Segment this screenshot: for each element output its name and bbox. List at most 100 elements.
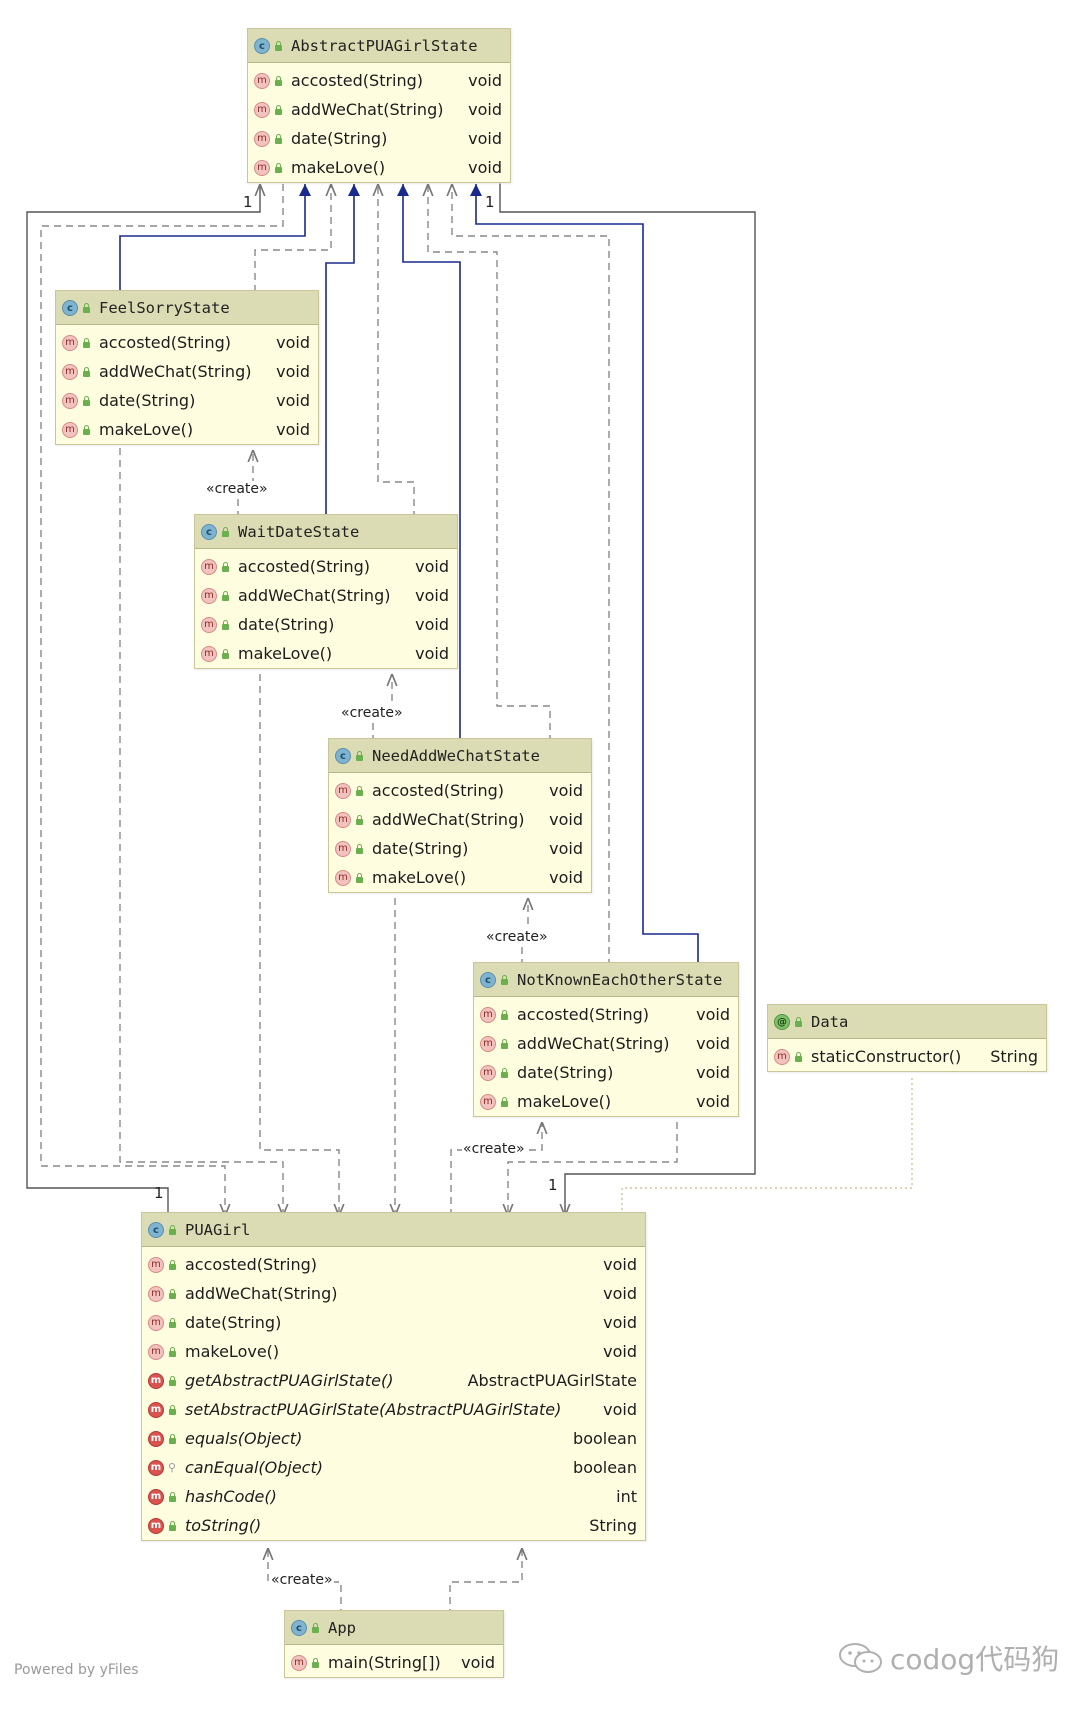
method-signature: date(String) [372,839,469,858]
method-icon: m [480,1035,496,1052]
return-type: void [276,362,310,381]
powered-by-footer: Powered by yFiles [14,1662,139,1678]
public-lock-icon [221,526,230,537]
class-icon: c [148,1221,164,1238]
method-icon: m [148,1285,164,1302]
class-icon: c [291,1619,307,1636]
public-lock-icon [794,1016,803,1027]
return-type: boolean [573,1458,637,1477]
return-type: void [549,810,583,829]
public-lock-icon [274,162,283,173]
create-app-puagirl [268,1548,342,1616]
return-type: int [616,1487,637,1506]
public-lock-icon [82,424,91,435]
public-lock-icon [794,1051,803,1062]
method-row[interactable]: m⚲canEqual(Object)boolean [142,1453,645,1482]
inherit-notknown [470,184,699,966]
method-icon: m [148,1430,164,1447]
method-signature: accosted(String) [238,557,371,576]
method-icon: m [480,1006,496,1023]
return-type: AbstractPUAGirlState [467,1371,637,1390]
multiplicity-1: 1 [548,1176,558,1194]
public-lock-icon [168,1317,177,1328]
multiplicity-1: 1 [243,193,253,211]
public-lock-icon [500,1096,509,1107]
return-type: void [415,644,449,663]
return-type: void [549,868,583,887]
method-signature: accosted(String) [99,333,232,352]
public-lock-icon [82,337,91,348]
class-name: PUAGirl [185,1220,251,1239]
method-signature: staticConstructor() [811,1047,962,1066]
return-type: void [468,129,502,148]
class-icon: c [480,971,496,988]
return-type: void [603,1342,637,1361]
method-icon: m [148,1488,164,1505]
method-signature: setAbstractPUAGirlState(AbstractPUAGirlS… [185,1400,562,1419]
class-header: c PUAGirl [142,1213,645,1247]
method-signature: canEqual(Object) [185,1458,323,1477]
public-lock-icon [500,1067,509,1078]
method-icon: m [480,1064,496,1081]
return-type: void [603,1313,637,1332]
public-lock-icon [82,395,91,406]
return-type: String [589,1516,637,1535]
public-lock-icon [221,619,230,630]
method-signature: accosted(String) [517,1005,650,1024]
return-type: void [549,781,583,800]
method-icon: m [201,616,217,633]
method-icon: m [254,101,270,118]
public-lock-icon [355,843,364,854]
method-icon: m [148,1314,164,1331]
watermark-text: codog代码狗 [890,1643,1060,1676]
method-signature: equals(Object) [185,1429,303,1448]
return-type: void [696,1063,730,1082]
method-icon: m [148,1459,164,1476]
method-signature: makeLove() [238,644,333,663]
return-type: void [603,1400,637,1419]
method-icon: m [201,558,217,575]
